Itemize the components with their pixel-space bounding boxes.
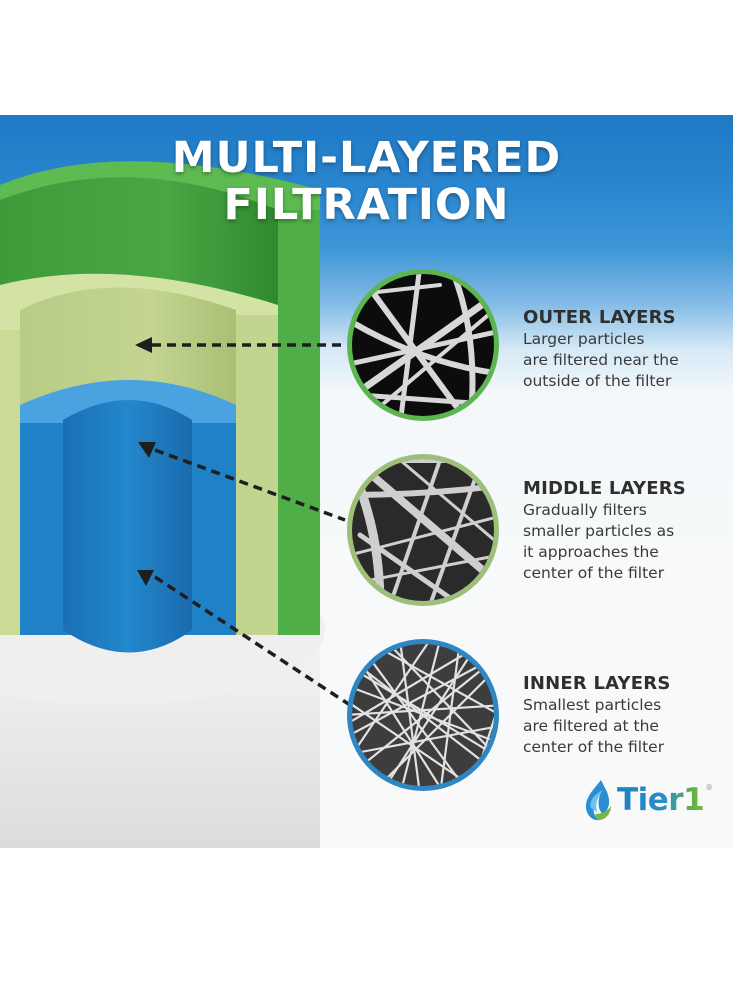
inner-layers-text-3: center of the filter bbox=[523, 738, 665, 756]
inner-layers-text-1: Smallest particles bbox=[523, 696, 662, 714]
outer-layers-text-2: are filtered near the bbox=[523, 351, 679, 369]
outer-fiber-closeup bbox=[347, 269, 499, 421]
title-line-2: FILTRATION bbox=[223, 180, 510, 230]
outer-layers-text-3: outside of the filter bbox=[523, 372, 672, 390]
registered-mark: ® bbox=[705, 783, 714, 792]
inner-layers-heading: INNER LAYERS bbox=[523, 673, 671, 694]
middle-layers-heading: MIDDLE LAYERS bbox=[523, 478, 686, 499]
inner-fiber-closeup bbox=[347, 639, 499, 791]
inner-layers-text-2: are filtered at the bbox=[523, 717, 659, 735]
filter-cutaway-illustration bbox=[0, 161, 499, 848]
title-line-1: MULTI-LAYERED bbox=[171, 133, 562, 183]
middle-fiber-closeup bbox=[347, 454, 499, 606]
outer-layers-text-1: Larger particles bbox=[523, 330, 645, 348]
brand-name: Tier1 bbox=[617, 782, 705, 818]
page-title: MULTI-LAYERED FILTRATION bbox=[0, 135, 733, 229]
inner-layer bbox=[20, 380, 236, 653]
water-drop-leaf-icon bbox=[585, 780, 611, 821]
arrows bbox=[152, 343, 351, 707]
middle-layers-text-3: it approaches the bbox=[523, 543, 659, 561]
tier1-logo: Tier1 ® bbox=[583, 775, 713, 825]
outer-layers-caption: OUTER LAYERS Larger particles are filter… bbox=[523, 307, 728, 392]
infographic-panel: MULTI-LAYERED FILTRATION OUTER LAYERS La… bbox=[0, 115, 733, 848]
middle-layers-text-1: Gradually filters bbox=[523, 501, 647, 519]
middle-layers-caption: MIDDLE LAYERS Gradually filters smaller … bbox=[523, 478, 728, 584]
outer-layers-heading: OUTER LAYERS bbox=[523, 307, 676, 328]
inner-layers-caption: INNER LAYERS Smallest particles are filt… bbox=[523, 673, 728, 758]
middle-layers-text-4: center of the filter bbox=[523, 564, 665, 582]
middle-layers-text-2: smaller particles as bbox=[523, 522, 675, 540]
